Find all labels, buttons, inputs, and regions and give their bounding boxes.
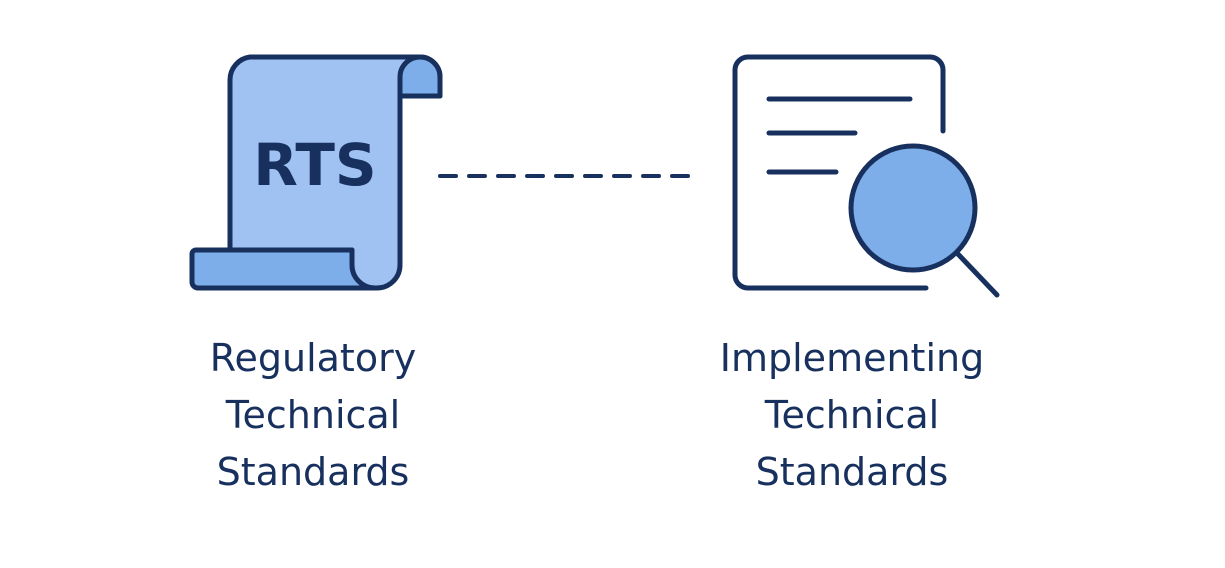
document-search-icon xyxy=(732,54,1000,298)
left-label: Regulatory Technical Standards xyxy=(113,330,513,501)
right-label-line: Standards xyxy=(755,450,949,494)
scroll-text: RTS xyxy=(253,131,376,199)
left-label-line: Standards xyxy=(216,450,410,494)
right-label: Implementing Technical Standards xyxy=(652,330,1052,501)
left-label-line: Regulatory xyxy=(209,336,417,380)
left-label-line: Technical xyxy=(225,393,401,437)
right-label-line: Implementing xyxy=(719,336,985,380)
right-label-line: Technical xyxy=(764,393,940,437)
scroll-icon: RTS xyxy=(189,54,443,291)
